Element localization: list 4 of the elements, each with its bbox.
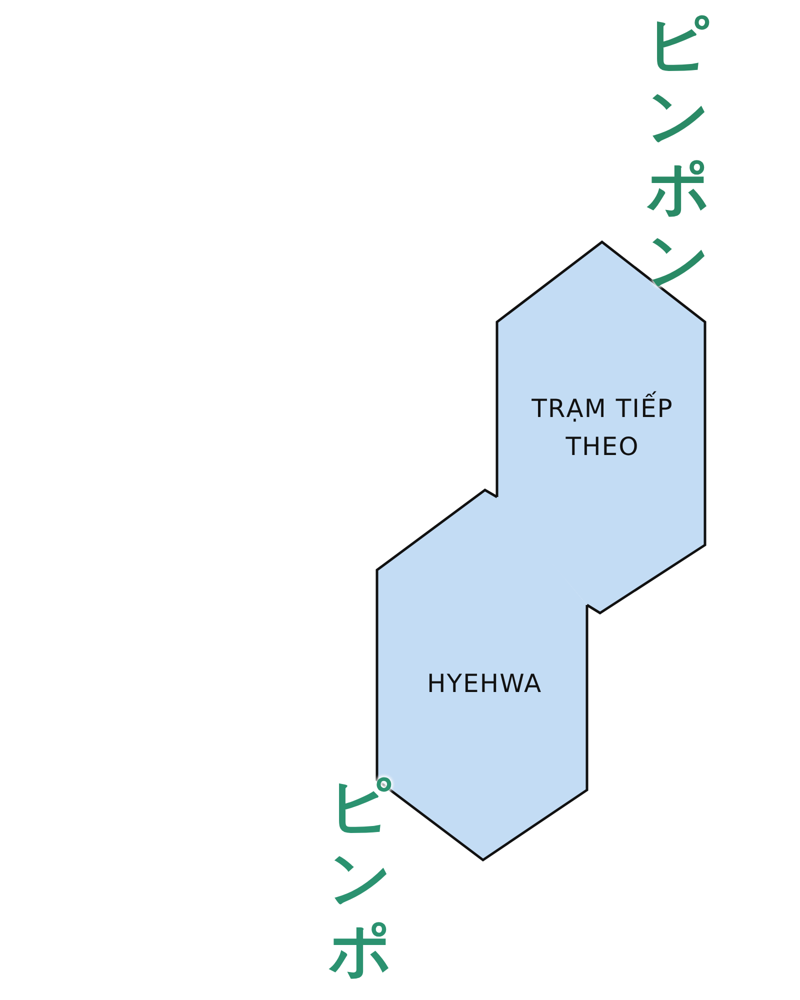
sound-effect-text: ピンポ: [328, 770, 392, 986]
panel-text: HYEHWA: [426, 668, 544, 700]
panel-text: TRẠM TIẾP THEO: [500, 390, 705, 466]
sound-effect-text: ピンポン: [646, 8, 710, 296]
